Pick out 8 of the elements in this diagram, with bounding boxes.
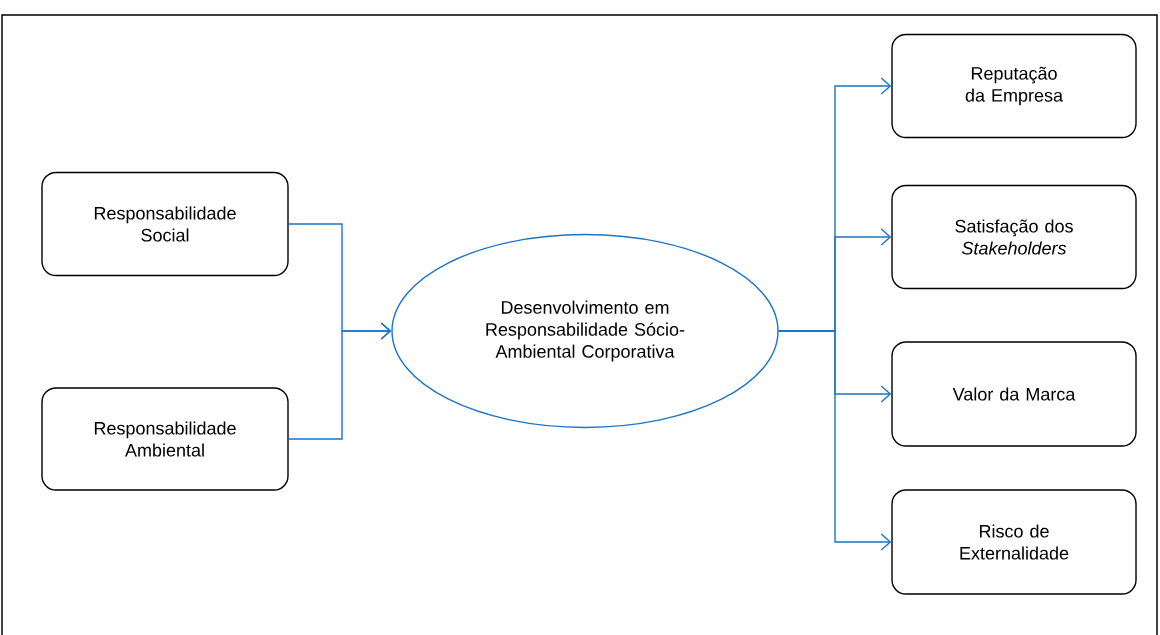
rounded-box: Valor da Marca	[891, 341, 1137, 447]
connector-arrow	[778, 330, 892, 551]
rounded-box: Responsabilidade Social	[41, 171, 289, 277]
rounded-box: Responsabilidade Ambiental	[41, 387, 289, 491]
rounded-box: Reputação da Empresa	[891, 33, 1137, 139]
connector-arrow	[288, 322, 392, 440]
rounded-box: Satisfação dos Stakeholders	[891, 184, 1137, 290]
rounded-box: Risco de Externalidade	[891, 489, 1137, 595]
